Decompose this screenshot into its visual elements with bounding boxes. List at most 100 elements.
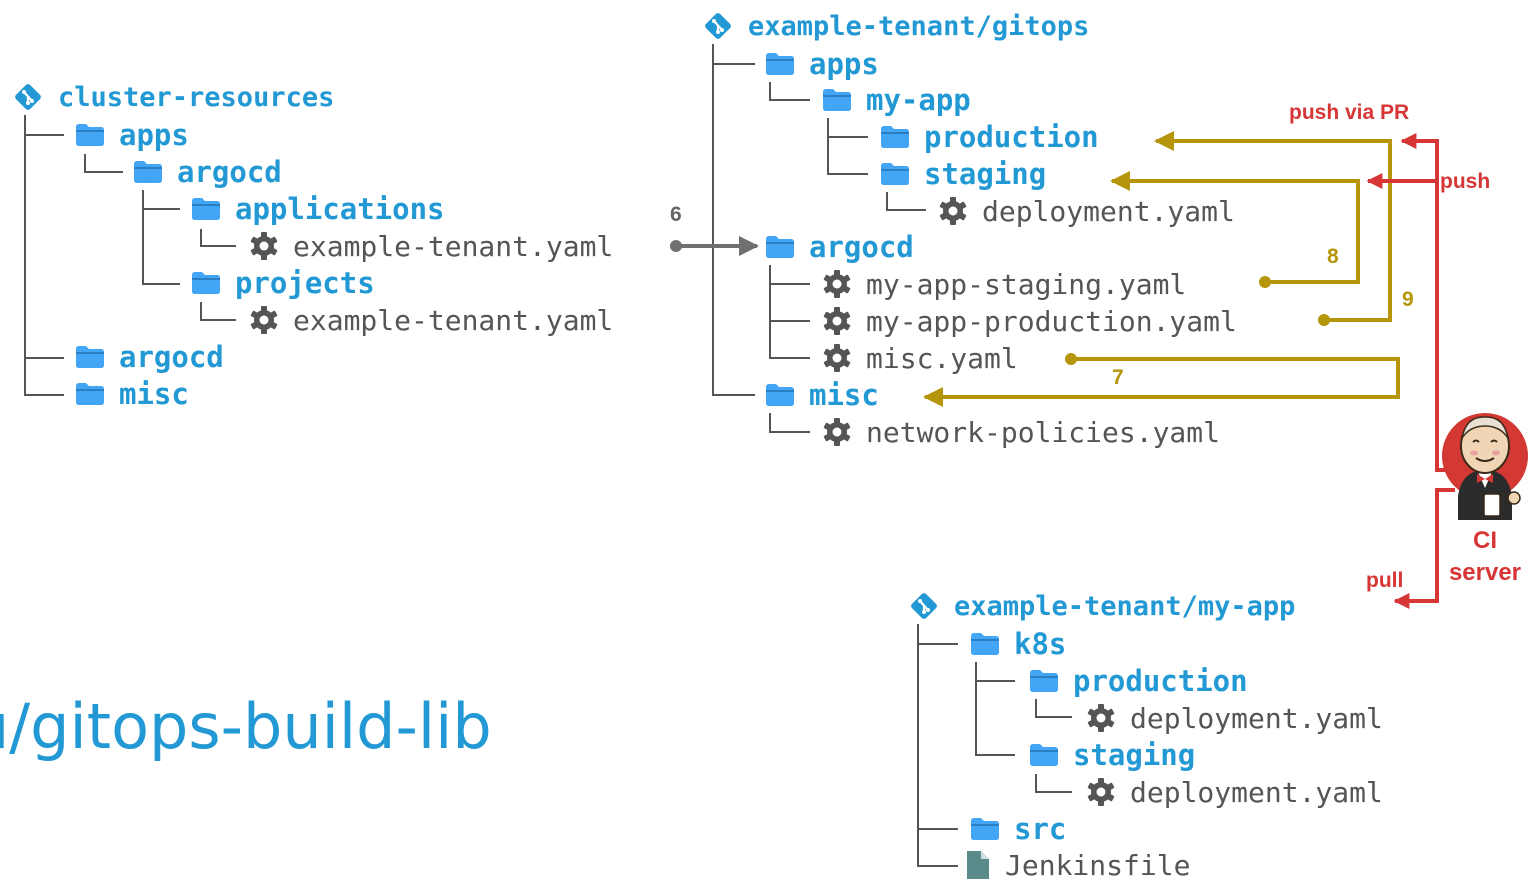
folder-misc: misc [75, 377, 189, 411]
file-my-app-production: my-app-production.yaml [822, 304, 1237, 338]
gear-icon [823, 270, 851, 298]
folder-icon [192, 272, 220, 294]
folder-icon [971, 818, 999, 840]
folder-label: apps [809, 47, 879, 81]
folder-icon [881, 126, 909, 148]
repo-name: cluster-resources [58, 81, 335, 113]
folder-label: staging [1073, 738, 1196, 772]
file-label: deployment.yaml [1130, 775, 1383, 809]
step-7-label: 7 [1112, 366, 1124, 389]
step-8-label: 8 [1327, 245, 1339, 268]
folder-icon [766, 384, 794, 406]
folder-label: applications [235, 192, 445, 226]
file-my-app-staging: my-app-staging.yaml [822, 267, 1187, 301]
repo-name: example-tenant/my-app [954, 590, 1296, 622]
tree-root-gitops: example-tenant/gitops [702, 10, 1089, 42]
file-label: misc.yaml [866, 341, 1018, 375]
folder-icon [76, 346, 104, 368]
folder-label: my-app [866, 83, 971, 117]
folder-icon [766, 236, 794, 258]
file-staging-deployment: deployment.yaml [1086, 775, 1383, 809]
gear-icon [1087, 704, 1115, 732]
arrow-6 [670, 236, 759, 256]
gear-icon [823, 307, 851, 335]
folder-label: src [1014, 812, 1067, 846]
tree-root-my-app: example-tenant/my-app [908, 590, 1295, 622]
folder-label: misc [119, 377, 189, 411]
file-label: my-app-production.yaml [866, 304, 1237, 338]
folder-label: argocd [809, 230, 914, 264]
git-repo-icon [15, 84, 41, 110]
gear-icon [823, 418, 851, 446]
tree-lines-my-app [917, 624, 1072, 867]
gear-icon [250, 232, 278, 260]
git-repo-icon [705, 13, 731, 39]
folder-applications: applications [191, 192, 445, 226]
arrow-8 [1110, 171, 1360, 288]
arrow-7 [923, 353, 1400, 407]
folder-icon [881, 163, 909, 185]
gear-icon [1087, 778, 1115, 806]
folder-label: k8s [1014, 627, 1067, 661]
folder-production: production [1029, 664, 1248, 698]
folder-src: src [970, 812, 1067, 846]
pull-label: pull [1366, 569, 1404, 592]
folder-icon [1030, 670, 1058, 692]
file-production-deployment: deployment.yaml [1086, 701, 1383, 735]
folder-icon [134, 161, 162, 183]
folder-label: apps [119, 118, 189, 152]
folder-icon [1030, 744, 1058, 766]
folder-production: production [880, 120, 1099, 154]
folder-staging: staging [1029, 738, 1196, 772]
folder-icon [192, 198, 220, 220]
arrow-9 [1154, 131, 1392, 326]
gear-icon [823, 344, 851, 372]
file-label: example-tenant.yaml [293, 303, 614, 337]
file-icon [967, 851, 989, 879]
folder-apps: apps [765, 47, 879, 81]
folder-apps: apps [75, 118, 189, 152]
arrow-pull [1393, 488, 1455, 609]
git-repo-icon [911, 593, 937, 619]
file-label: network-policies.yaml [866, 415, 1221, 449]
file-label: example-tenant.yaml [293, 229, 614, 263]
file-projects-example-tenant: example-tenant.yaml [249, 303, 614, 337]
repo-url-text: u/gitops-build-lib [0, 690, 492, 763]
file-applications-example-tenant: example-tenant.yaml [249, 229, 614, 263]
folder-label: argocd [119, 340, 224, 374]
file-label: Jenkinsfile [1005, 848, 1191, 882]
gear-icon [250, 306, 278, 334]
folder-icon [823, 89, 851, 111]
file-label: deployment.yaml [1130, 701, 1383, 735]
file-label: my-app-staging.yaml [866, 267, 1187, 301]
file-deployment: deployment.yaml [938, 194, 1235, 228]
folder-argocd: argocd [75, 340, 224, 374]
folder-icon [76, 124, 104, 146]
push-via-pr-label: push via PR [1289, 101, 1410, 124]
folder-argocd-sub: argocd [133, 155, 282, 189]
ci-label-line1: CI [1473, 527, 1497, 554]
folder-label: projects [235, 266, 375, 300]
push-label: push [1440, 170, 1491, 193]
gear-icon [939, 197, 967, 225]
folder-label: staging [924, 157, 1047, 191]
file-misc-yaml: misc.yaml [822, 341, 1018, 375]
file-network-policies: network-policies.yaml [822, 415, 1221, 449]
folder-projects: projects [191, 266, 375, 300]
folder-staging: staging [880, 157, 1047, 191]
repo-name: example-tenant/gitops [748, 10, 1090, 42]
folder-label: production [1073, 664, 1248, 698]
folder-label: argocd [177, 155, 282, 189]
tree-root-cluster-resources: cluster-resources [12, 81, 334, 113]
tree-lines-cluster-resources [24, 115, 236, 396]
folder-icon [971, 633, 999, 655]
step-6-label: 6 [670, 203, 682, 226]
folder-misc: misc [765, 378, 879, 412]
folder-argocd: argocd [765, 230, 914, 264]
file-label: deployment.yaml [982, 194, 1235, 228]
folder-k8s: k8s [970, 627, 1067, 661]
ci-label-line2: server [1448, 559, 1522, 586]
folder-icon [766, 53, 794, 75]
jenkins-mascot-icon [1442, 413, 1528, 520]
